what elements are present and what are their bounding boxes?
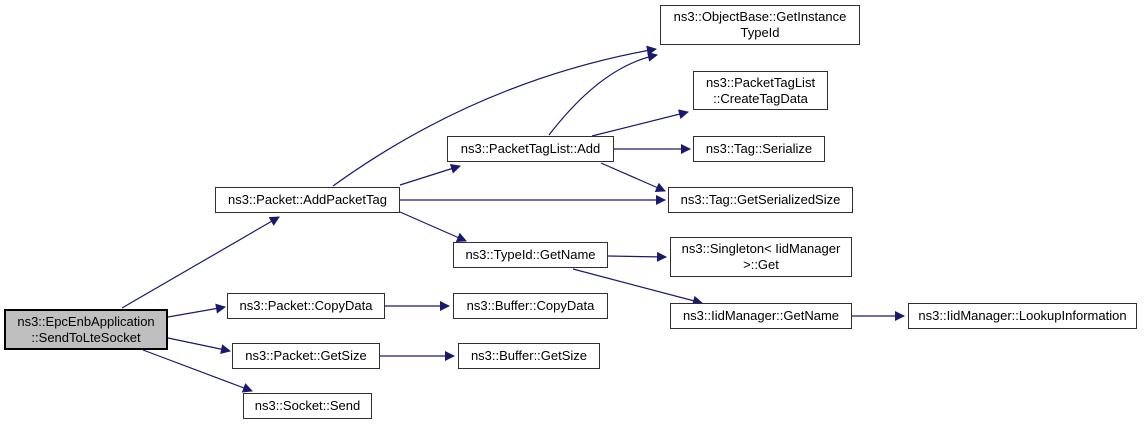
node-label: ns3::Packet::CopyData bbox=[239, 298, 373, 314]
edge-addpackettag-typeidgetname bbox=[399, 211, 467, 242]
node-singleton-iidmanager-get[interactable]: ns3::Singleton< IidManager >::Get bbox=[670, 237, 852, 277]
node-label: ns3::Tag::Serialize bbox=[705, 141, 813, 157]
node-tag-getserializedsize[interactable]: ns3::Tag::GetSerializedSize bbox=[668, 187, 853, 213]
node-tag-serialize[interactable]: ns3::Tag::Serialize bbox=[693, 136, 825, 162]
node-iidmanager-lookupinformation[interactable]: ns3::IidManager::LookupInformation bbox=[908, 303, 1137, 329]
node-label: ns3::Packet::GetSize bbox=[245, 348, 367, 364]
node-label: ns3::Buffer::GetSize bbox=[470, 348, 588, 364]
node-packet-getsize[interactable]: ns3::Packet::GetSize bbox=[232, 343, 380, 369]
edge-typeidgetname-iidmanagergetname bbox=[572, 268, 703, 306]
node-label: TypeId bbox=[740, 25, 780, 40]
node-label: ::CreateTagData bbox=[713, 90, 808, 106]
edge-sendtoltesocket-addpackettag bbox=[121, 216, 280, 309]
node-label: ns3::PacketTagList bbox=[705, 74, 816, 90]
edge-sendtoltesocket-socketsend bbox=[142, 349, 253, 393]
node-buffer-getsize[interactable]: ns3::Buffer::GetSize bbox=[458, 343, 600, 369]
node-packettaglist-createtagdata[interactable]: ns3::PacketTagList ::CreateTagData bbox=[693, 71, 828, 110]
edge-typeidgetname-singletonget bbox=[607, 251, 667, 262]
node-epcenbapplication-sendtoltesocket[interactable]: ns3::EpcEnbApplication ::SendToLteSocket bbox=[4, 309, 168, 350]
node-objectbase-getinstancetypeid[interactable]: ns3::ObjectBase::GetInstance TypeId bbox=[660, 5, 860, 45]
node-label: ns3::Socket::Send bbox=[254, 398, 361, 414]
node-label: ns3::Singleton< IidManager bbox=[681, 241, 841, 257]
node-label: ns3::Tag::GetSerializedSize bbox=[680, 192, 841, 208]
edge-sendtoltesocket-packetcopydata bbox=[167, 303, 226, 318]
node-label: ::SendToLteSocket bbox=[31, 329, 141, 345]
edge-packettaglistadd-createtagdata bbox=[591, 109, 689, 137]
node-label: ns3::IidManager::GetName bbox=[682, 308, 840, 324]
edge-addpackettag-packettaglistadd bbox=[399, 163, 461, 186]
node-label: ns3::PacketTagList::Add bbox=[460, 141, 601, 157]
node-buffer-copydata[interactable]: ns3::Buffer::CopyData bbox=[453, 293, 608, 319]
node-label: ns3::EpcEnbApplication bbox=[17, 313, 155, 329]
node-iidmanager-getname[interactable]: ns3::IidManager::GetName bbox=[670, 303, 852, 329]
node-label: >::Get bbox=[743, 257, 779, 272]
node-typeid-getname[interactable]: ns3::TypeId::GetName bbox=[453, 242, 608, 268]
node-packettaglist-add[interactable]: ns3::PacketTagList::Add bbox=[447, 136, 614, 162]
node-label: ns3::TypeId::GetName bbox=[465, 247, 596, 263]
edge-addpackettag-getinstancetypeid bbox=[332, 45, 657, 187]
node-socket-send[interactable]: ns3::Socket::Send bbox=[243, 393, 372, 419]
edge-packettaglistadd-taggetserializedsize bbox=[600, 162, 666, 192]
edge-sendtoltesocket-packetgetsize bbox=[167, 337, 231, 355]
node-packet-copydata[interactable]: ns3::Packet::CopyData bbox=[227, 293, 385, 319]
node-label: ns3::IidManager::LookupInformation bbox=[918, 308, 1127, 324]
edge-packettaglistadd-getinstancetypeid bbox=[548, 51, 658, 136]
node-label: ns3::ObjectBase::GetInstance bbox=[673, 9, 847, 25]
node-label: ns3::Packet::AddPacketTag bbox=[228, 192, 387, 208]
node-packet-addpackettag[interactable]: ns3::Packet::AddPacketTag bbox=[215, 187, 400, 213]
node-label: ns3::Buffer::CopyData bbox=[466, 298, 595, 314]
